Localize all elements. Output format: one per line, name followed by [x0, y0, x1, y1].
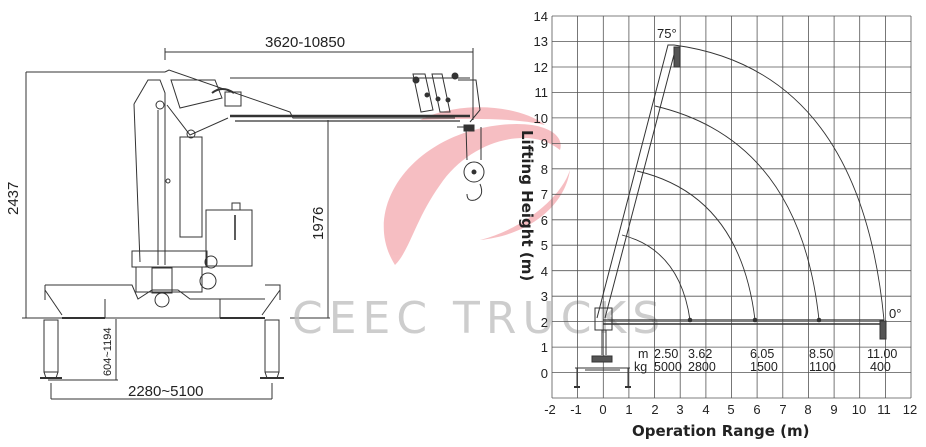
load-chart: 75° 0° m kg 2.50 3.62 6.05 8.50 11.00 50… [518, 9, 917, 440]
y-tick: 12 [534, 60, 548, 75]
y-tick: 0 [541, 366, 548, 381]
dim-outrigger-span: 2280~5100 [128, 383, 204, 400]
x-tick: 4 [702, 402, 709, 417]
range-value: 11.00 [867, 347, 897, 361]
range-value: 6.05 [750, 347, 774, 361]
dim-outrigger-extension: 604~1194 [102, 328, 114, 376]
x-tick: 8 [804, 402, 811, 417]
y-tick: 5 [541, 238, 548, 253]
range-value: 8.50 [809, 347, 833, 361]
y-tick: 13 [534, 34, 548, 49]
angle-max-label: 75° [657, 26, 677, 41]
y-axis-title: Lifting Height (m) [518, 130, 536, 281]
watermark-text: CEEC TRUCKS [292, 293, 666, 344]
dim-boom-height: 1976 [310, 207, 327, 240]
x-tick: 3 [676, 402, 683, 417]
load-value: 2800 [688, 360, 716, 374]
y-tick: 8 [541, 162, 548, 177]
y-axis-ticks: 14 13 12 11 10 9 8 7 6 5 4 3 2 1 0 [534, 9, 548, 381]
range-value: 2.50 [654, 347, 678, 361]
crane-silhouette-icon [574, 307, 631, 388]
crane-side-elevation [22, 48, 485, 400]
angle-min-label: 0° [889, 306, 901, 321]
x-tick: 7 [779, 402, 786, 417]
y-tick: 2 [541, 315, 548, 330]
chart-grid [551, 15, 912, 399]
y-tick: 3 [541, 289, 548, 304]
x-tick: -1 [570, 402, 582, 417]
boom-75deg [596, 44, 681, 319]
y-tick: 7 [541, 187, 548, 202]
boom-0deg [603, 317, 887, 340]
load-value: 5000 [654, 360, 682, 374]
x-tick: -2 [544, 402, 556, 417]
x-axis-title: Operation Range (m) [632, 422, 810, 440]
x-tick: 11 [877, 402, 891, 417]
y-tick: 1 [541, 340, 548, 355]
x-tick: 0 [599, 402, 606, 417]
x-tick: 1 [625, 402, 632, 417]
y-tick: 6 [541, 213, 548, 228]
y-tick: 11 [535, 85, 549, 100]
x-axis-ticks: -2 -1 0 1 2 3 4 5 6 7 8 9 10 11 12 [544, 402, 917, 417]
y-tick: 4 [541, 264, 548, 279]
unit-load-label: kg [634, 360, 647, 374]
range-value: 3.62 [688, 347, 712, 361]
dim-overall-height: 2437 [5, 182, 22, 215]
y-tick: 10 [534, 111, 548, 126]
y-tick: 9 [541, 136, 548, 151]
load-value: 1500 [750, 360, 778, 374]
unit-range-label: m [638, 347, 648, 361]
load-table: m kg 2.50 3.62 6.05 8.50 11.00 5000 2800… [634, 347, 897, 374]
x-tick: 5 [727, 402, 734, 417]
dim-boom-reach: 3620-10850 [265, 34, 345, 51]
x-tick: 12 [903, 402, 917, 417]
reach-arcs [621, 44, 885, 321]
load-value: 1100 [809, 360, 836, 374]
x-tick: 6 [753, 402, 760, 417]
x-tick: 10 [852, 402, 866, 417]
load-value: 400 [870, 360, 891, 374]
y-tick: 14 [534, 9, 548, 24]
x-tick: 9 [830, 402, 837, 417]
x-tick: 2 [651, 402, 658, 417]
